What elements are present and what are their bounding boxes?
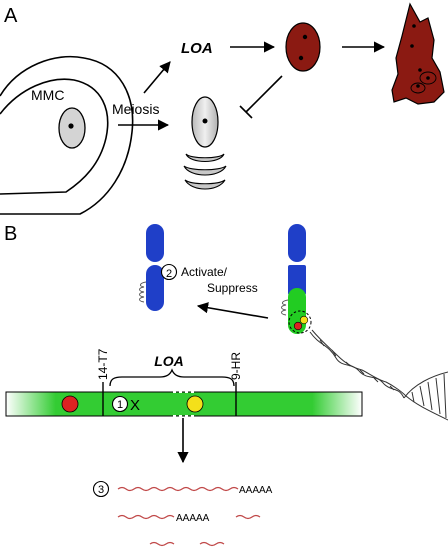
chromosome-left — [139, 224, 164, 311]
marker-left-label: 14-T7 — [96, 348, 110, 380]
transcript1-polyA: AAAAA — [239, 485, 273, 496]
panel-a-letter: A — [4, 5, 18, 27]
loa-label-b: LOA — [154, 353, 184, 369]
meiosis-label: Meiosis — [112, 101, 159, 117]
panel-b-letter: B — [4, 223, 17, 245]
loa-label-a: LOA — [181, 40, 213, 57]
step2-line2: Suppress — [207, 281, 258, 295]
egg-apparatus-cell — [410, 82, 426, 94]
degenerating-megaspores — [183, 153, 227, 190]
mmc-label: MMC — [31, 87, 64, 103]
transcripts — [117, 486, 261, 547]
step2-line1: Activate/ — [181, 265, 228, 279]
inhibition-bar — [239, 105, 253, 119]
step3-circle — [92, 480, 110, 498]
transcript2-polyA: AAAAA — [176, 513, 210, 524]
arrow-to-left-chromosome — [196, 302, 269, 319]
arrow-to-loa — [143, 61, 171, 94]
loa-locus-highlight — [288, 310, 312, 334]
step2-circle — [160, 263, 178, 281]
gene-yellow — [186, 395, 204, 413]
dna-double-helix — [309, 329, 448, 421]
megaspore-nucleus — [202, 118, 208, 124]
cell-nucleus — [302, 34, 308, 40]
loa-brace — [109, 368, 235, 387]
marker-right-label: 9-HR — [229, 352, 243, 380]
ovule-outline — [0, 55, 134, 215]
mmc-nucleus — [68, 123, 74, 129]
genomic-region-bar — [5, 391, 363, 417]
egg-apparatus-cell — [419, 71, 437, 85]
embryo-sac-nuclei — [410, 24, 430, 88]
step1-number: 1 — [117, 399, 123, 411]
step2-number: 2 — [166, 268, 172, 280]
step3-number: 3 — [98, 484, 104, 496]
locus-gene-yellow — [299, 315, 309, 325]
locus-gene-red — [293, 321, 303, 331]
step1-circle — [111, 395, 129, 413]
inhibition-line — [245, 75, 283, 113]
step1-mark: X — [130, 397, 140, 414]
embryo-sac — [391, 2, 445, 105]
cell-nucleus — [298, 55, 304, 61]
gene-red — [61, 395, 79, 413]
aposporous-initial-cell — [285, 22, 321, 72]
